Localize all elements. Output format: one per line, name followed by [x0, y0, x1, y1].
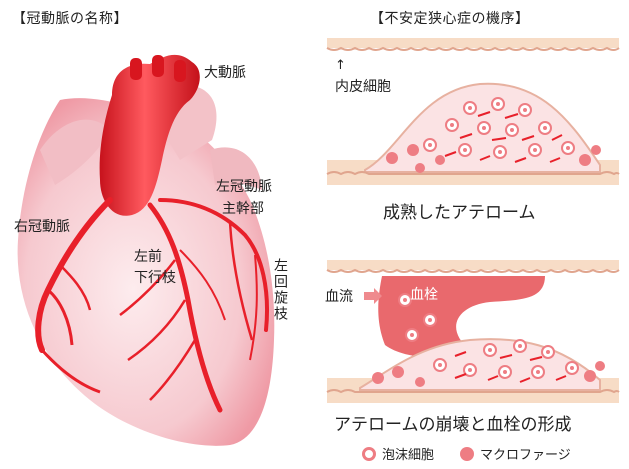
caption-rupture-thrombus: アテロームの崩壊と血栓の形成	[334, 410, 572, 435]
ruptured-plaque	[360, 339, 600, 390]
label-left-main-2: 主幹部	[222, 200, 264, 219]
legend-macrophage: マクロファージ	[480, 444, 571, 463]
label-aorta: 大動脈	[204, 64, 246, 83]
mature-plaque	[365, 84, 600, 172]
label-lcx: 左回旋枝	[270, 258, 290, 322]
top-foam-cells	[424, 98, 574, 158]
top-macrophages	[386, 144, 601, 173]
top-smooth-muscle	[445, 112, 562, 162]
right-panel-title: 【不安定狭心症の機序】	[370, 8, 530, 28]
blood-flow-arrow-icon	[364, 288, 382, 304]
label-lad-1: 左前	[134, 248, 162, 267]
bottom-foam-cells	[434, 340, 578, 378]
label-endothelium: 内皮細胞	[335, 78, 391, 97]
bottom-smooth-muscle	[455, 352, 566, 382]
foam-cell-icon	[362, 447, 376, 461]
ruptured-vessel	[327, 260, 619, 403]
mature-atheroma-vessel	[327, 38, 619, 185]
caption-mature-atheroma: 成熟したアテローム	[383, 198, 536, 223]
label-left-main: 左冠動脈	[216, 178, 272, 197]
label-right-coronary: 右冠動脈	[14, 218, 70, 237]
bottom-macrophages	[372, 361, 605, 387]
label-blood-flow: 血流	[325, 288, 353, 307]
arrow-up-icon: ↑	[335, 58, 346, 73]
macrophage-icon	[460, 447, 474, 461]
thrombus	[378, 276, 545, 357]
label-thrombus: 血栓	[410, 286, 438, 305]
legend: 泡沫細胞 マクロファージ	[362, 444, 571, 463]
label-lad-2: 下行枝	[134, 269, 176, 288]
legend-foam-cell: 泡沫細胞	[382, 444, 434, 463]
